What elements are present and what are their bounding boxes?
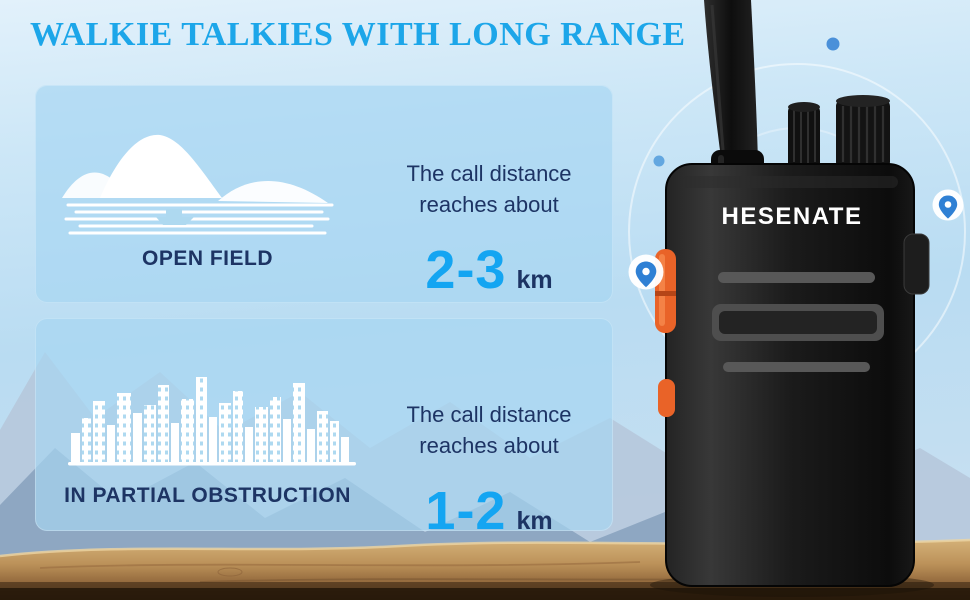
open-field-label: OPEN FIELD — [141, 247, 273, 270]
speaker-slots — [712, 272, 884, 372]
belt-clip — [903, 233, 930, 295]
water-lines — [64, 203, 334, 235]
ptt-button — [655, 249, 676, 333]
partial-obstruction-label: IN PARTIAL OBSTRUCTION — [64, 484, 351, 507]
distance-text-line1: The call distance — [406, 161, 572, 186]
brand-logo: HESENATE — [722, 203, 863, 230]
location-pin-icon — [932, 189, 964, 221]
distance-unit: km — [516, 506, 553, 535]
page-title: WALKIE TALKIES WITH LONG RANGE — [30, 16, 686, 53]
distance-value: 2-3 — [425, 239, 507, 300]
mountain-field-illustration — [62, 134, 334, 235]
antenna — [704, 0, 764, 182]
distance-value: 1-2 — [425, 480, 507, 541]
distance-text-line1: The call distance — [406, 402, 572, 427]
blue-dot — [826, 37, 840, 51]
boat-silhouette — [156, 209, 194, 225]
card-partial-obstruction: IN PARTIAL OBSTRUCTION The call distance… — [35, 318, 613, 538]
device-shadow — [650, 573, 934, 597]
device-body — [665, 163, 915, 587]
side-button — [658, 379, 675, 417]
open-field-distance: The call distance reaches about 2-3 km — [365, 137, 613, 297]
distance-text-line2: reaches about — [419, 432, 559, 458]
buildings — [71, 377, 349, 463]
card-open-field: OPEN FIELD The call distance reaches abo… — [35, 85, 613, 303]
city-skyline-illustration — [68, 377, 356, 466]
location-pin-icon — [628, 254, 664, 290]
distance-unit: km — [516, 265, 553, 294]
volume-knob — [788, 102, 820, 168]
blue-dot — [653, 155, 665, 167]
distance-text-line2: reaches about — [419, 191, 559, 217]
skyline-baseline — [68, 462, 356, 466]
channel-knob — [836, 95, 890, 168]
partial-obstruction-distance: The call distance reaches about 1-2 km — [365, 378, 613, 538]
